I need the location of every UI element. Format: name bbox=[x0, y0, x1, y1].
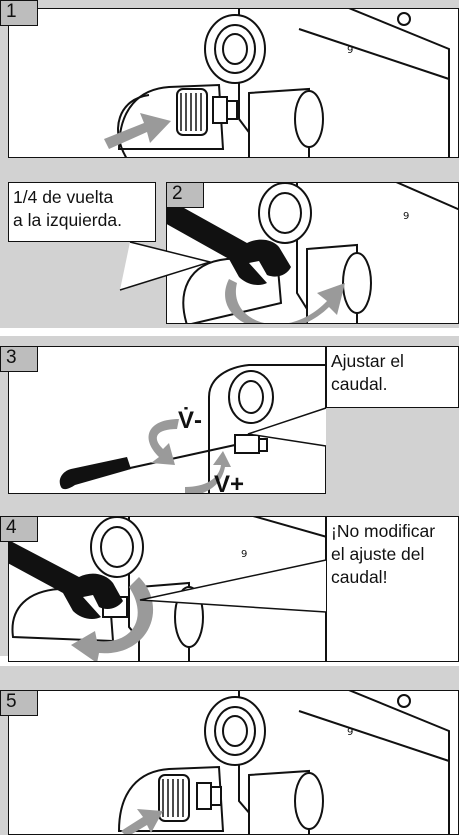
svg-text:9: 9 bbox=[347, 45, 353, 56]
step-3-number: 3 bbox=[0, 346, 38, 372]
svg-text:9: 9 bbox=[403, 211, 409, 222]
step-2-number: 2 bbox=[166, 182, 204, 208]
step-2-callout-line-1: 1/4 de vuelta bbox=[13, 187, 114, 207]
step-4-callout: ¡No modificar el ajuste del caudal! bbox=[326, 516, 459, 662]
screwdriver-adjust-illustration bbox=[59, 364, 325, 493]
wrench-hold-illustration: 9 bbox=[9, 517, 325, 661]
push-arrow bbox=[121, 809, 163, 834]
step-4-callout-line-2: el ajuste del bbox=[331, 544, 425, 564]
pull-arrow bbox=[104, 113, 171, 149]
wrench-turn-illustration: 9 bbox=[167, 183, 458, 323]
step-3-callout: Ajustar el caudal. bbox=[326, 346, 459, 408]
svg-text:9: 9 bbox=[241, 549, 247, 560]
step-3-callout-line-1: Ajustar el bbox=[331, 351, 404, 371]
valve-loosen-illustration: 9 bbox=[104, 9, 450, 157]
step-4-callout-line-3: caudal! bbox=[331, 567, 388, 587]
svg-text:9: 9 bbox=[347, 727, 353, 738]
step-2-illustration: 9 bbox=[166, 182, 459, 324]
step-3-callout-line-2: caudal. bbox=[331, 374, 388, 394]
step-4-callout-line-1: ¡No modificar bbox=[331, 521, 436, 541]
step-5-illustration: 9 bbox=[8, 690, 459, 835]
step-2-callout-line-2: a la izquierda. bbox=[13, 210, 122, 230]
step-4-number: 4 bbox=[0, 516, 38, 542]
valve-tighten-illustration: 9 bbox=[117, 691, 450, 834]
step-1-number: 1 bbox=[0, 0, 38, 26]
step-5-number: 5 bbox=[0, 690, 38, 716]
step-4-illustration: 9 bbox=[8, 516, 326, 662]
step-1-illustration: 9 bbox=[8, 8, 459, 158]
step-3-illustration bbox=[8, 346, 326, 494]
step-2-callout: 1/4 de vuelta a la izquierda. bbox=[8, 182, 156, 242]
